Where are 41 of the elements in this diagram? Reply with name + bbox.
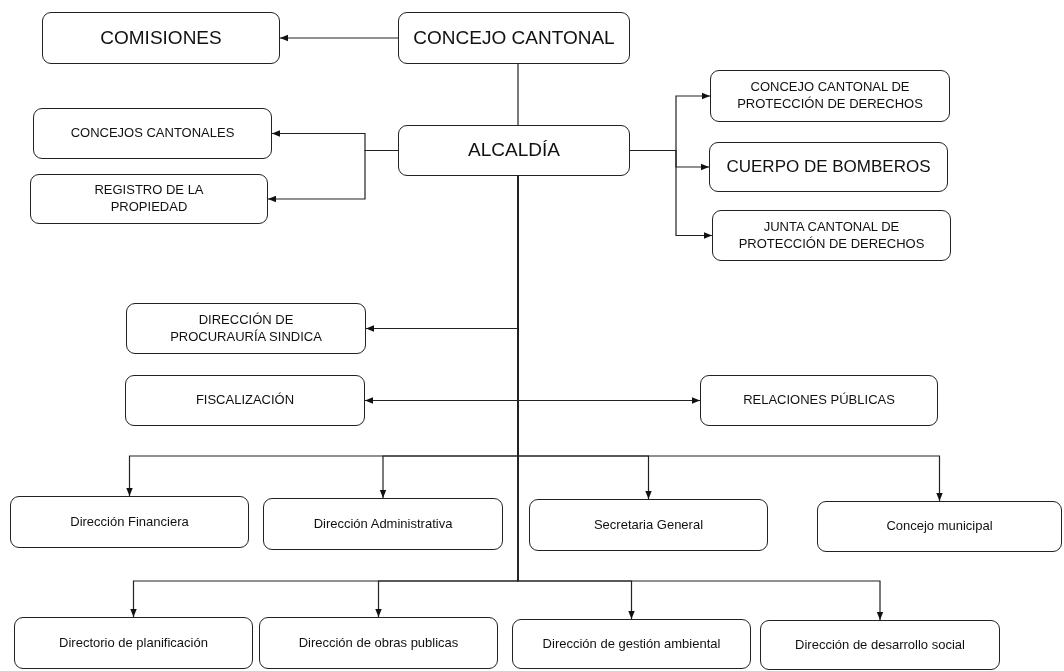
org-box <box>710 70 950 122</box>
unit-label: Dirección de gestión ambiental <box>542 635 721 653</box>
unit-label: COMISIONES <box>100 25 222 50</box>
unit-label: RELACIONES PÚBLICAS <box>743 392 895 409</box>
connector-line <box>517 63 519 126</box>
org-box <box>709 142 948 192</box>
arrow <box>629 149 713 239</box>
unit-label: Concejo municipal <box>886 518 993 535</box>
org-box <box>30 174 268 224</box>
unit-label: DIRECCIÓN DE PROCURAURÍA SINDICA <box>169 311 323 346</box>
org-box <box>42 12 280 64</box>
org-box <box>529 499 768 551</box>
unit-label: CONCEJO CANTONAL <box>413 25 615 50</box>
unit-label: Dirección de desarrollo social <box>795 636 965 654</box>
unit-label: Secretaria General <box>593 516 704 534</box>
org-box <box>14 617 253 669</box>
org-box <box>33 108 272 159</box>
org-box <box>259 617 498 669</box>
org-box <box>817 501 1062 552</box>
org-box <box>126 303 366 354</box>
org-box <box>712 210 951 261</box>
org-box <box>125 375 365 426</box>
arrow <box>279 34 399 42</box>
org-box <box>760 620 1000 670</box>
unit-label: CONCEJOS CANTONALES <box>70 125 235 142</box>
org-box <box>398 125 630 176</box>
org-box <box>263 498 503 550</box>
unit-label: JUNTA CANTONAL DE PROTECCIÓN DE DERECHOS <box>737 218 926 253</box>
unit-label: CUERPO DE BOMBEROS <box>726 155 931 178</box>
org-box <box>398 12 630 64</box>
unit-label: REGISTRO DE LA PROPIEDAD <box>93 182 205 216</box>
org-box <box>700 375 938 426</box>
unit-label: ALCALDÍA <box>468 138 560 163</box>
unit-label: Dirección de obras publicas <box>298 634 459 652</box>
unit-label: CONCEJO CANTONAL DE PROTECCIÓN DE DERECHOS <box>736 79 924 113</box>
unit-label: Dirección Financiera <box>70 513 189 531</box>
unit-label: Directorio de planificación <box>59 634 208 652</box>
unit-label: FISCALIZACIÓN <box>195 392 295 409</box>
unit-label: Dirección Administrativa <box>313 515 453 533</box>
org-box <box>512 619 751 669</box>
org-box <box>10 496 249 548</box>
